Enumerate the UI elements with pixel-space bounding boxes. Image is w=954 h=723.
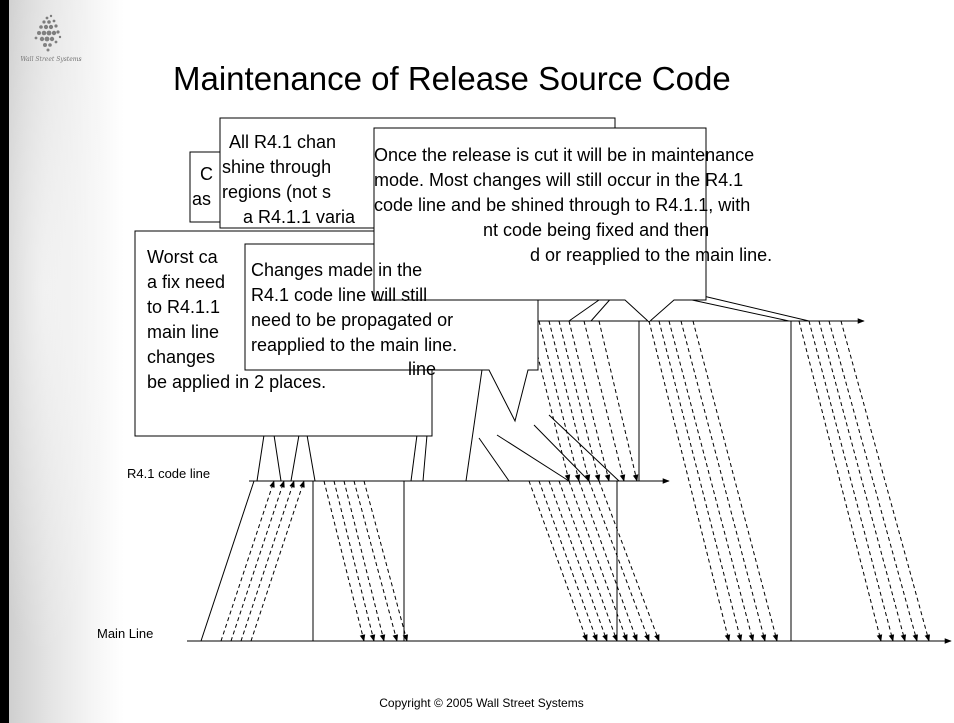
pointer-1 (256, 434, 265, 482)
dashed-r41-main-b6 (588, 480, 650, 642)
dashed-r41-main-b2 (548, 480, 608, 642)
callout-2-text-line-4: a R4.1.1 varia (243, 207, 356, 227)
dashed-r411-main-a1 (658, 320, 743, 642)
dashed-r411-main-b4 (840, 320, 931, 642)
callout-5-box (373, 127, 707, 323)
pointer-4 (306, 434, 316, 482)
callout-3-text-line-6: be applied in 2 places. (147, 372, 327, 392)
callout-3-text-line-2: a fix need (147, 272, 226, 292)
pointer-5 (410, 434, 418, 482)
callout-5-text-line-4: nt code being fixed and then (483, 220, 710, 240)
dashed-r411-main-a0 (648, 320, 731, 642)
callout-4-text-line-1: Changes made in the (251, 260, 423, 280)
dashed-r411-main-a2 (668, 320, 755, 642)
dashed-r41-main-a0 (323, 480, 366, 642)
callout-3-text-fragment: line (408, 359, 437, 379)
callout-5-text-line-3: code line and be shined through to R4.1.… (374, 195, 751, 215)
dashed-r41-main-b3 (558, 480, 618, 642)
callout-4-text-line-4: reapplied to the main line. (251, 335, 458, 355)
callout-3-text-line-1: Worst ca (147, 247, 218, 267)
callout-3-text-line-4: main line (147, 322, 220, 342)
callout-4-text-line-3: need to be propagated or (251, 310, 454, 330)
dashed-r411-r41-2 (548, 320, 591, 482)
callout-5-text-line-5: d or reapplied to the main line. (530, 245, 773, 265)
callout-1-text-line-1: C (200, 164, 213, 184)
dashed-r41-main-a4 (363, 480, 409, 642)
dashed-r41-main-a2 (343, 480, 386, 642)
dashed-r41-main-a1 (333, 480, 376, 642)
dashed-r41-main-b1 (538, 480, 598, 642)
dashed-r411-r41-5 (583, 320, 626, 482)
slide-title: Maintenance of Release Source Code (173, 60, 731, 97)
callout-2-text-line-1: All R4.1 chan (229, 132, 337, 152)
pointer-8 (496, 434, 570, 482)
dashed-r41-main-b0 (528, 480, 588, 642)
dashed-r411-main-b2 (818, 320, 907, 642)
dashed-r411-main-b0 (798, 320, 883, 642)
dashed-r41-main-b4 (568, 480, 628, 642)
callout-5-text-line-1: Once the release is cut it will be in ma… (374, 145, 755, 165)
dashed-r411-main-b3 (828, 320, 919, 642)
callout-5-text-line-2: mode. Most changes will still occur in t… (374, 170, 744, 190)
dashed-r411-r41-1 (538, 320, 581, 482)
dashed-up-3 (250, 480, 305, 642)
dashed-up-2 (240, 480, 295, 642)
dashed-r411-main-a3 (680, 320, 767, 642)
slide: Wall Street Systems Maintenance of Relea… (9, 0, 954, 723)
callout-3-text-line-5: changes (147, 347, 216, 367)
dashed-r411-main-b1 (808, 320, 895, 642)
dashed-r41-main-b7 (598, 480, 660, 642)
dashed-up-0 (220, 480, 275, 642)
dashed-r41-main-a3 (353, 480, 399, 642)
pointer-2 (273, 434, 282, 482)
sidebar-gradient: Wall Street Systems (9, 0, 124, 723)
dashed-r411-r41-4 (568, 320, 611, 482)
pointer-14 (698, 294, 810, 322)
branch-main-to-r41 (200, 480, 255, 642)
callout-1-text-line-2: as (192, 189, 212, 209)
callout-3-text-line-3: to R4.1.1 (147, 297, 221, 317)
callout-2-text-line-2: shine through (222, 157, 332, 177)
main-line-label: Main Line (97, 626, 154, 641)
callout-2-text-line-3: regions (not s (222, 182, 332, 202)
copyright-footer: Copyright © 2005 Wall Street Systems (379, 696, 584, 710)
branch-diagram (134, 117, 952, 644)
pointer-10 (548, 414, 620, 482)
pointer-11 (568, 299, 600, 322)
dashed-r411-main-a4 (692, 320, 779, 642)
callout-4-text-line-2: R4.1 code line will still (251, 285, 428, 305)
dashed-up-1 (230, 480, 285, 642)
r41-code-line-label: R4.1 code line (127, 466, 211, 481)
dashed-r41-main-b5 (578, 480, 638, 642)
pointer-9 (533, 424, 590, 482)
pointer-6 (422, 434, 428, 482)
pointer-7 (478, 437, 510, 482)
pointer-3 (290, 434, 300, 482)
